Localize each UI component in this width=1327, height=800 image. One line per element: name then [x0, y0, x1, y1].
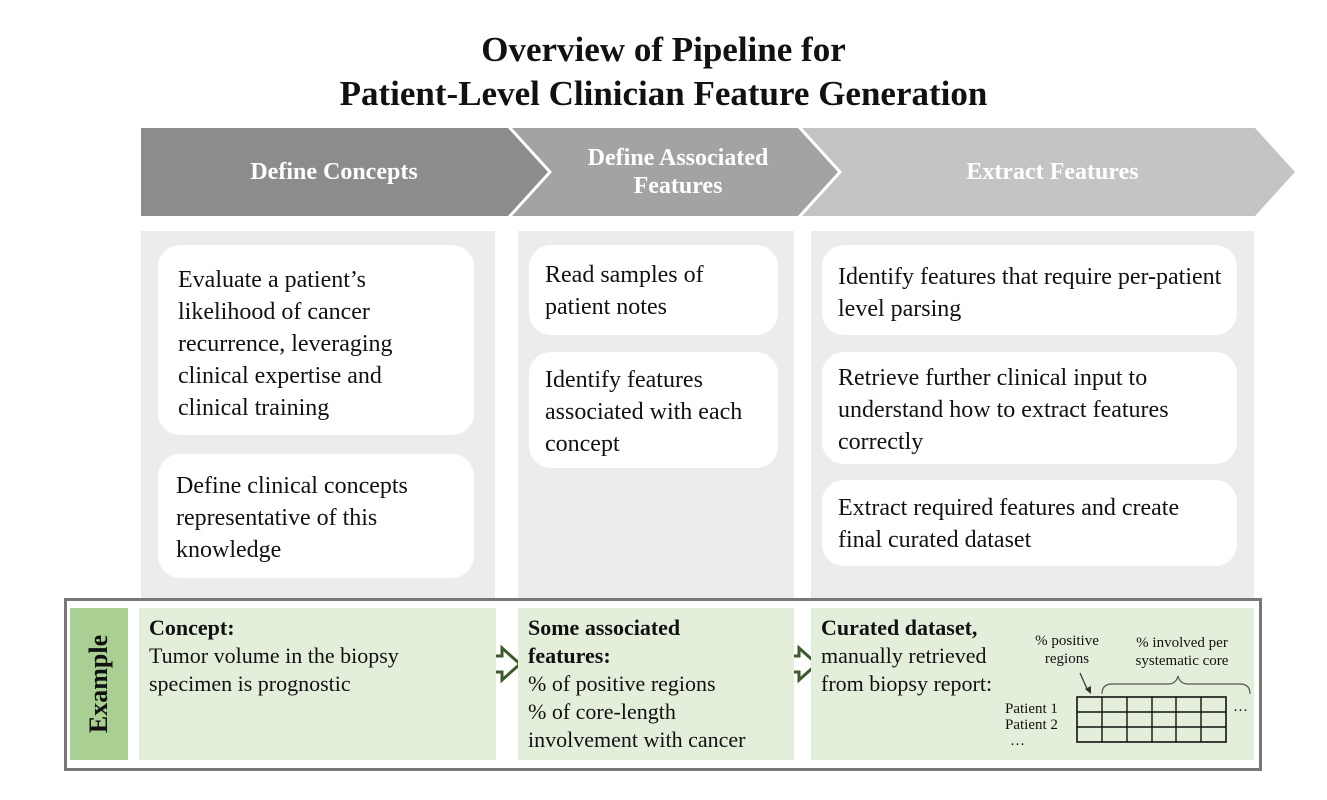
- example-features-box: Some associated features: % of positive …: [518, 608, 794, 760]
- involved-core-annotation: % involved per systematic core: [1120, 634, 1244, 670]
- example-feature-1: % of positive regions: [528, 671, 716, 696]
- page-title: Overview of Pipeline for Patient-Level C…: [0, 28, 1327, 116]
- example-dataset-line-1: manually retrieved: [821, 643, 987, 668]
- mini-table-patient-2: Patient 2: [1005, 717, 1058, 733]
- extract-card-retrieve: Retrieve further clinical input to under…: [822, 352, 1237, 464]
- example-feature-3: involvement with cancer: [528, 727, 746, 752]
- stage-arrow-define-concepts: [141, 128, 548, 216]
- example-tab: Example: [70, 608, 128, 760]
- concept-card-evaluate: Evaluate a patient’s likelihood of cance…: [158, 245, 474, 435]
- mini-table-col-ellipsis: …: [1233, 699, 1248, 715]
- feature-card-identify: Identify features associated with each c…: [529, 352, 778, 468]
- example-features-heading-1: Some associated: [528, 615, 681, 640]
- concept-card-define: Define clinical concepts representative …: [158, 454, 474, 578]
- example-concept-heading: Concept:: [149, 615, 235, 640]
- positive-regions-line-2: regions: [1044, 651, 1090, 667]
- pointer-arrow-head: [1085, 686, 1091, 694]
- stage-label-define-associated-features: Define Associated Features: [587, 145, 769, 199]
- example-feature-2: % of core-length: [528, 699, 676, 724]
- example-dataset-box: Curated dataset, manually retrieved from…: [811, 608, 1254, 760]
- example-dataset-line-2: from biopsy report:: [821, 671, 993, 696]
- example-concept-text: Tumor volume in the biopsy specimen is p…: [149, 643, 399, 696]
- positive-regions-line-1: % positive: [1035, 633, 1099, 649]
- title-line-2: Patient-Level Clinician Feature Generati…: [339, 74, 988, 113]
- example-dataset-heading: Curated dataset,: [821, 615, 978, 640]
- core-brace: [1101, 675, 1251, 695]
- stage-arrow-define-associated-features: [512, 128, 838, 216]
- example-concept-box: Concept: Tumor volume in the biopsy spec…: [139, 608, 496, 760]
- example-features-heading-2: features:: [528, 643, 611, 668]
- stage-label-define-concepts: Define Concepts: [250, 159, 418, 185]
- extract-card-identify: Identify features that require per-patie…: [822, 245, 1237, 335]
- mini-table-row-ellipsis: …: [1010, 733, 1025, 749]
- feature-card-read-samples: Read samples of patient notes: [529, 245, 778, 335]
- stage-label-extract-features: Extract Features: [966, 159, 1139, 185]
- involved-core-line-1: % involved per: [1136, 635, 1228, 651]
- pointer-arrow-line: [1079, 672, 1089, 692]
- involved-core-line-2: systematic core: [1135, 653, 1229, 669]
- extract-card-create-dataset: Extract required features and create fin…: [822, 480, 1237, 566]
- mini-table-patient-1: Patient 1: [1005, 701, 1058, 717]
- title-line-1: Overview of Pipeline for: [481, 30, 846, 69]
- stage-arrow-extract-features: [802, 128, 1295, 216]
- example-frame: [64, 598, 1262, 771]
- positive-regions-annotation: % positive regions: [1031, 632, 1103, 668]
